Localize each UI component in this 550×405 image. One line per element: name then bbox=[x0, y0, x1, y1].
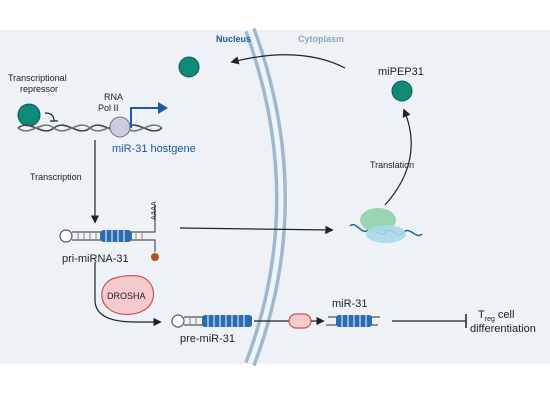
repression-symbol bbox=[44, 112, 55, 122]
dicer-enzyme-icon bbox=[288, 313, 312, 329]
mir31-label: miR-31 bbox=[332, 298, 367, 310]
transcription-start-arrow-icon bbox=[158, 102, 168, 114]
dna-helix-icon bbox=[17, 124, 163, 132]
pre-mirna-hairpin-icon bbox=[171, 314, 252, 328]
mipep-label: miPEP31 bbox=[378, 66, 424, 78]
export-to-translation-arrow bbox=[179, 225, 334, 235]
mature-mirna-duplex-icon bbox=[326, 315, 380, 327]
repressor-protein-icon bbox=[17, 103, 41, 127]
hostgene-label: miR-31 hostgene bbox=[112, 143, 196, 155]
rna-polymerase-icon bbox=[109, 116, 131, 138]
treg-label: Treg cell bbox=[478, 309, 514, 323]
poly-a-tail-label: AAAA bbox=[151, 201, 158, 220]
repressor-label-line2: repressor bbox=[20, 84, 58, 94]
drosha-processing-arrow bbox=[94, 262, 162, 327]
repressor-label-line1: Transcriptional bbox=[8, 73, 67, 83]
nucleus-label: Nucleus bbox=[216, 34, 251, 44]
mipep-protein-icon bbox=[391, 80, 413, 102]
translation-label: Translation bbox=[370, 160, 414, 170]
transcription-label: Transcription bbox=[30, 172, 82, 182]
rna-pol-label-line1: RNA bbox=[104, 92, 123, 102]
pre-mirna-label: pre-miR-31 bbox=[180, 333, 235, 345]
pri-mirna-label: pri-miRNA-31 bbox=[62, 253, 129, 265]
transcription-start-line bbox=[130, 107, 160, 128]
ribosome-icon bbox=[349, 208, 423, 243]
drosha-label: DROSHA bbox=[107, 291, 146, 301]
rna-pol-label-line2: Pol II bbox=[98, 103, 119, 113]
pri-mirna-hairpin-icon bbox=[59, 205, 159, 261]
cytoplasm-label: Cytoplasm bbox=[298, 34, 344, 44]
drosha-enzyme bbox=[101, 275, 155, 315]
differentiation-label: differentiation bbox=[470, 323, 536, 335]
mipep-protein-nucleus-icon bbox=[178, 56, 200, 78]
translation-arrow bbox=[384, 108, 412, 206]
export-arrow bbox=[230, 54, 346, 69]
